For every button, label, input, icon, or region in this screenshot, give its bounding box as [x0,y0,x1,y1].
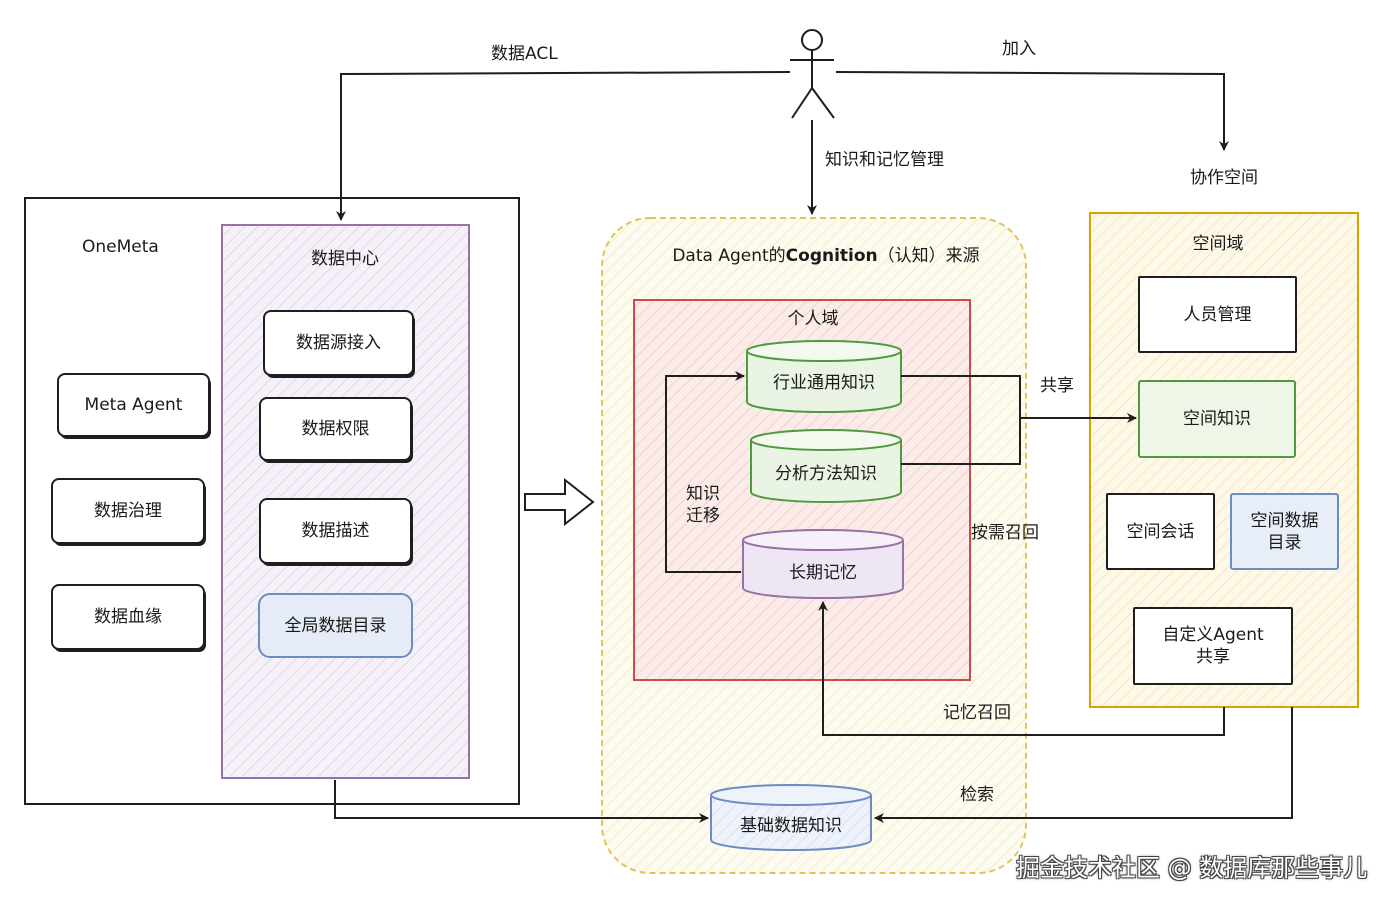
space-custom-agent-share: 自定义Agent 共享 [1133,607,1293,685]
space-data-catalog-line1: 空间数据 [1250,510,1319,531]
edge-memory-recall [818,601,1225,736]
cognition-title-suffix: （认知）来源 [877,246,980,266]
cylinder-label-industry-knowledge: 行业通用知识 [773,373,875,393]
data-center-item-global-catalog: 全局数据目录 [258,593,413,658]
cylinder-industry-knowledge [746,340,902,413]
cylinder-analysis-method-knowledge [750,429,902,503]
edge-label-join: 加入 [1002,39,1036,59]
space-custom-agent-line1: 自定义Agent [1162,625,1264,645]
edge-label-knowledge-migration-2: 迁移 [686,506,720,526]
edge-acl [336,71,791,221]
onemeta-item-data-governance: 数据治理 [51,478,205,544]
space-session: 空间会话 [1106,493,1215,570]
edge-label-memory-recall: 记忆召回 [943,703,1011,723]
space-data-catalog: 空间数据 目录 [1230,493,1339,570]
space-custom-agent-line2: 共享 [1196,647,1230,667]
cylinder-label-base-data-knowledge: 基础数据知识 [740,816,842,836]
cylinder-base-data-knowledge [710,784,872,851]
cognition-title-prefix: Data Agent的 [672,246,786,266]
edge-knowledge-migration [665,371,745,573]
space-people-management: 人员管理 [1138,276,1297,353]
cylinder-label-analysis-method-knowledge: 分析方法知识 [775,464,877,484]
data-center-item-description: 数据描述 [259,498,412,564]
data-center-item-source-access: 数据源接入 [263,310,414,376]
hollow-right-arrow-icon [524,477,595,527]
edge-retrieve [874,707,1293,823]
data-center-item-permissions: 数据权限 [259,397,412,461]
edge-join [835,71,1229,151]
onemeta-item-data-lineage: 数据血缘 [51,584,205,650]
cognition-title-bold: Cognition [785,246,878,266]
edge-label-on-demand-recall: 按需召回 [971,523,1039,543]
edge-data-center-to-base [334,780,709,823]
cylinder-label-long-term-memory: 长期记忆 [789,563,857,583]
edge-label-knowledge-migration-1: 知识 [686,484,720,504]
edge-label-share: 共享 [1040,376,1074,396]
cognition-title: Data Agent的Cognition（认知）来源 [672,245,979,267]
data-center-title: 数据中心 [311,249,379,269]
stick-figure-user-icon [790,29,835,119]
onemeta-title: OneMeta [82,237,159,257]
edge-label-acl: 数据ACL [491,44,558,64]
cylinder-long-term-memory [742,529,904,599]
space-domain-title: 空间域 [1192,234,1244,254]
collab-outer-label: 协作空间 [1190,168,1258,188]
edge-label-retrieve: 检索 [960,785,994,805]
edge-share-bracket [901,375,1021,465]
personal-domain-title: 个人域 [787,309,839,329]
space-knowledge: 空间知识 [1138,380,1296,458]
edge-label-knowledge-memory-mgmt: 知识和记忆管理 [825,150,944,170]
space-data-catalog-line2: 目录 [1267,532,1302,553]
onemeta-item-meta-agent: Meta Agent [57,373,210,437]
watermark: 掘金技术社区 @ 数据库那些事儿 [1016,854,1368,882]
